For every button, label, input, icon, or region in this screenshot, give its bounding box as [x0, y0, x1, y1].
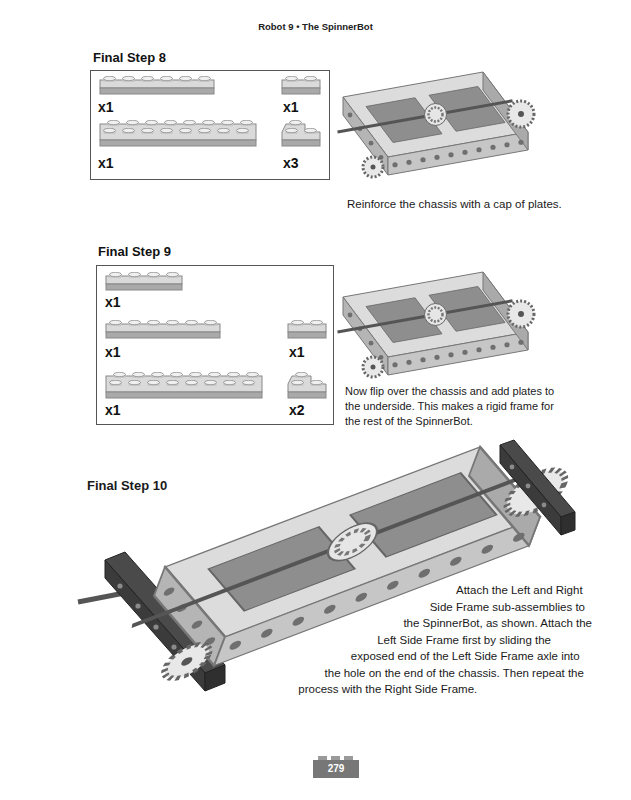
page-number: 279 — [313, 763, 359, 775]
step-caption: Reinforce the chassis with a cap of plat… — [347, 197, 623, 212]
running-header: Robot 9 • The SpinnerBot — [0, 21, 631, 32]
part-count: x3 — [283, 155, 299, 171]
wrap-shape — [268, 582, 458, 700]
step-caption: Now flip over the chassis and add plates… — [345, 384, 557, 429]
part-count: x2 — [289, 402, 305, 418]
part-count: x1 — [105, 294, 121, 310]
step-caption: Attach the Left and Right Side Frame sub… — [268, 582, 592, 700]
part-count: x1 — [98, 99, 114, 115]
part-count: x1 — [289, 344, 305, 360]
parts-box: Final Step 9x1x1x1x1x2 — [96, 265, 334, 425]
right-side-frame — [500, 440, 575, 535]
step-heading: Final Step 10 — [87, 478, 287, 494]
step-heading: Final Step 9 — [98, 244, 171, 260]
plate-1x2 — [282, 76, 320, 94]
chassis-step8 — [338, 72, 535, 177]
plate-corner — [282, 120, 320, 146]
plate-2x8 — [100, 120, 256, 146]
plate-2x8 — [106, 372, 262, 398]
part-count: x1 — [283, 99, 299, 115]
plate-1x6 — [106, 320, 220, 338]
plate-1x4 — [106, 272, 182, 290]
part-count: x1 — [105, 402, 121, 418]
plate-corner — [288, 372, 326, 398]
part-count: x1 — [105, 344, 121, 360]
page-number-brick — [313, 756, 359, 778]
step-heading: Final Step 8 — [93, 50, 166, 66]
plate-1x2 — [288, 320, 326, 338]
part-count: x1 — [98, 155, 114, 171]
chassis-step9 — [338, 272, 535, 377]
plate-1x6 — [100, 76, 214, 94]
parts-box: Final Step 8x1x1x1x3 — [90, 70, 330, 180]
